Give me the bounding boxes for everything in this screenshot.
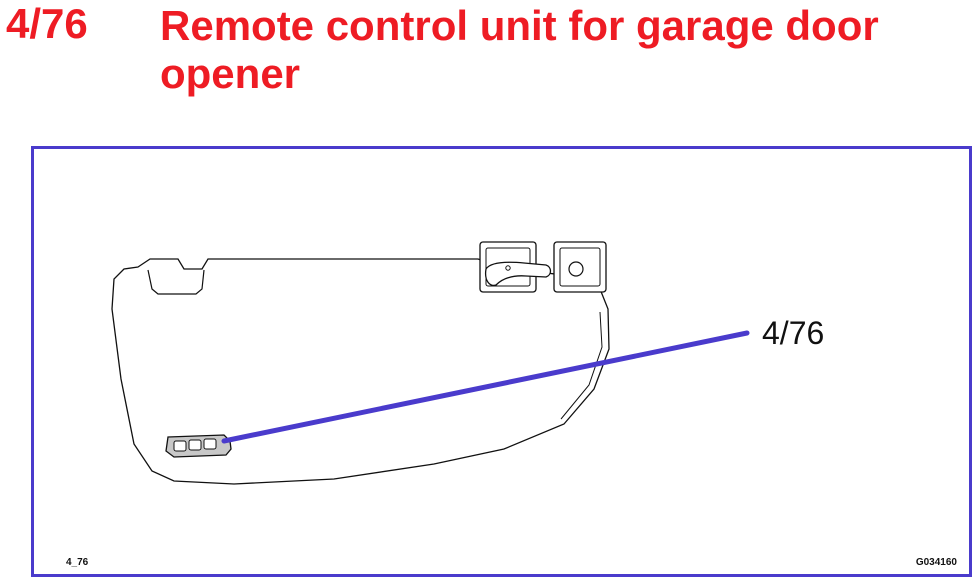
- callout-leader-line: [221, 330, 750, 444]
- figure-frame: 4/76 4_76 G034160: [31, 146, 972, 577]
- hinge-rod: [484, 261, 552, 287]
- mounting-bracket-right-inner: [559, 247, 601, 287]
- remote-button-1: [173, 440, 187, 452]
- figure-id-right: G034160: [915, 557, 957, 568]
- sun-visor-illustration: [111, 241, 750, 485]
- remote-button-3: [203, 438, 217, 450]
- sun-visor-outline: [111, 258, 610, 485]
- figure-id-left: 4_76: [66, 557, 89, 568]
- sun-visor-top-notch: [147, 269, 205, 295]
- heading-number: 4/76: [6, 0, 88, 47]
- mounting-screw: [568, 261, 584, 277]
- page-heading: 4/76 Remote control unit for garage door…: [0, 0, 978, 110]
- heading-title: Remote control unit for garage door open…: [160, 2, 879, 97]
- callout-label: 4/76: [762, 315, 825, 351]
- hinge-pin: [505, 265, 511, 271]
- remote-button-2: [188, 439, 202, 451]
